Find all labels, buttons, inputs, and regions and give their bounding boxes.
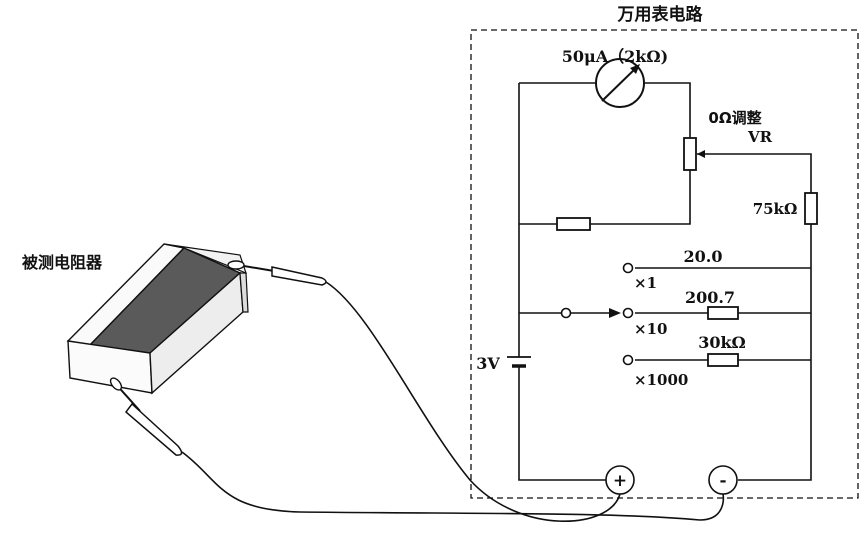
shunt-value-x1: 20.0 (684, 247, 723, 266)
circuit-wires (518, 82, 812, 481)
meter-label: 50μA（2kΩ) (562, 47, 668, 66)
negative-terminal: - (708, 465, 738, 495)
battery-label: 3V (476, 354, 500, 373)
negative-symbol: - (719, 471, 726, 491)
range-selector-switch (571, 308, 621, 318)
series-resistor (804, 192, 818, 225)
diagram-title: 万用表电路 (617, 4, 704, 25)
range-contacts (560, 262, 634, 366)
positive-symbol: + (613, 471, 627, 491)
range-label-x1: ×1 (634, 274, 657, 292)
contact-x10 (622, 307, 634, 319)
range-label-x10: ×10 (634, 320, 667, 338)
resistor-under-test-label: 被测电阻器 (22, 253, 103, 272)
probe-right (227, 260, 327, 286)
positive-terminal: + (605, 465, 635, 495)
galvanometer (595, 58, 645, 108)
shunt-value-x10: 200.7 (685, 288, 735, 307)
switch-pivot (560, 307, 572, 319)
probe-lead-negative (181, 451, 725, 521)
vr-label: VR (747, 128, 773, 146)
shunt-resistor-x10 (707, 306, 739, 320)
contact-x1000 (622, 354, 634, 366)
resistor-under-test (66, 243, 249, 395)
probe-left (109, 377, 183, 456)
shunt-value-x1000: 30kΩ (698, 333, 746, 352)
zero-adjust-potentiometer (683, 137, 705, 171)
meter-enclosure (470, 29, 859, 499)
contact-x1 (622, 262, 634, 274)
series-resistor-label: 75kΩ (753, 200, 798, 218)
loop-resistor (556, 217, 591, 231)
shunt-resistor-x1000 (707, 353, 739, 367)
probe-lead-positive (325, 281, 621, 522)
battery (507, 356, 531, 368)
range-label-x1000: ×1000 (634, 371, 688, 389)
zero-adjust-label: 0Ω调整 (708, 109, 761, 127)
